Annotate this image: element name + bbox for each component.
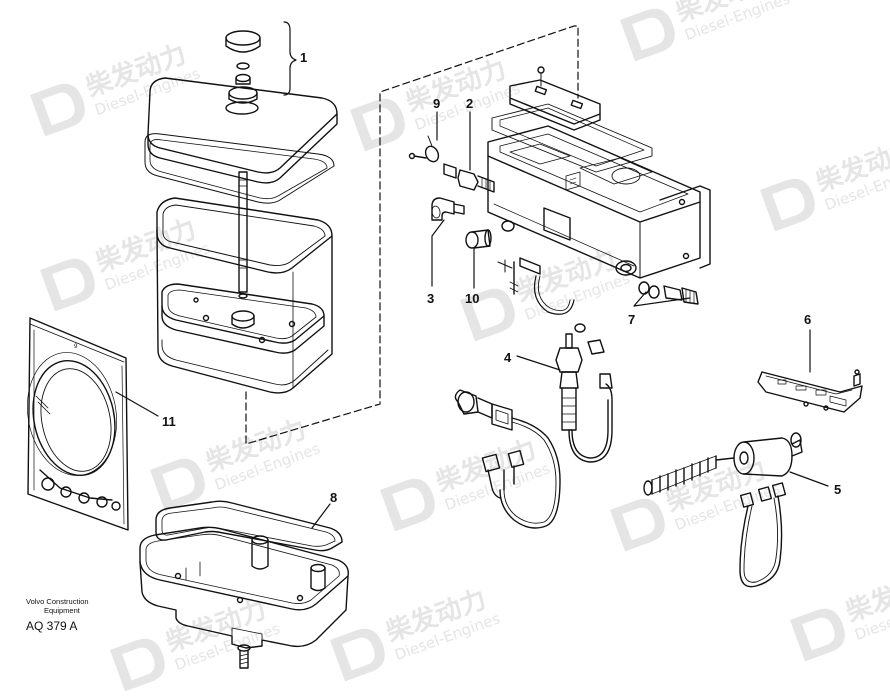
cap-top bbox=[225, 30, 261, 46]
watermark-logo-icon bbox=[40, 258, 95, 312]
part-10-plug bbox=[465, 229, 492, 249]
part-6-circuit-board bbox=[757, 369, 863, 413]
wiring-harness bbox=[454, 389, 561, 529]
base-rim bbox=[139, 526, 349, 611]
cap-body bbox=[225, 37, 261, 53]
cover-gasket bbox=[491, 103, 653, 173]
cap-washer bbox=[236, 62, 250, 70]
callout-8: 8 bbox=[330, 490, 337, 505]
kit-connector bbox=[41, 477, 55, 491]
cap-nut bbox=[235, 73, 251, 83]
callout-6: 6 bbox=[804, 312, 811, 327]
watermark-logo-icon bbox=[330, 628, 385, 682]
callout-7: 7 bbox=[628, 312, 635, 327]
box-top bbox=[487, 125, 701, 223]
watermark-logo-icon bbox=[460, 288, 515, 342]
lid-gasket bbox=[144, 133, 335, 204]
base-body bbox=[139, 561, 349, 649]
watermark-logo-icon bbox=[610, 498, 665, 552]
part-11-cable-kit: 9 bbox=[27, 317, 129, 531]
watermark-logo-icon bbox=[150, 458, 205, 512]
control-unit-housing bbox=[487, 66, 711, 279]
base-bolt bbox=[237, 644, 251, 652]
kit-cable-coil bbox=[32, 359, 116, 477]
callout-1: 1 bbox=[300, 50, 307, 65]
harness-connector bbox=[481, 453, 501, 473]
part-4-sensor bbox=[509, 261, 613, 463]
tank-rim bbox=[156, 197, 333, 274]
box-label-plate bbox=[543, 207, 571, 241]
callout-3: 3 bbox=[427, 291, 434, 306]
part-2-fitting bbox=[443, 163, 495, 193]
callout-11: 11 bbox=[162, 414, 176, 429]
kit-bag bbox=[27, 317, 129, 531]
callout-leaders bbox=[115, 111, 829, 529]
caption-company-line1: Volvo Construction bbox=[26, 597, 89, 606]
box-port bbox=[615, 260, 637, 276]
callout-5: 5 bbox=[834, 482, 841, 497]
watermark-logo-icon bbox=[350, 98, 405, 152]
callout-10: 10 bbox=[465, 291, 479, 306]
svg-text:9: 9 bbox=[74, 344, 78, 350]
part-8-base-housing bbox=[139, 500, 349, 669]
lid-top bbox=[147, 77, 338, 174]
watermark-logo-icon bbox=[620, 8, 675, 62]
watermark-logo-icon bbox=[30, 83, 85, 137]
callout-4: 4 bbox=[504, 350, 512, 365]
part-1-lid-assembly bbox=[144, 21, 338, 204]
callout-bracket-1 bbox=[283, 21, 297, 96]
callout-9: 9 bbox=[433, 96, 440, 111]
watermark-logo-icon bbox=[110, 638, 165, 692]
callout-2: 2 bbox=[466, 96, 473, 111]
part-5-solenoid bbox=[643, 432, 803, 588]
figure-caption: Volvo Construction Equipment AQ 379 A bbox=[26, 597, 89, 634]
shaft bbox=[238, 171, 248, 293]
part-9-clip bbox=[408, 135, 440, 163]
caption-company-line2: Equipment bbox=[44, 605, 80, 615]
cover-plate bbox=[509, 79, 601, 125]
watermark-logo-icon bbox=[790, 608, 845, 662]
watermark-logo-icon bbox=[760, 178, 815, 232]
reservoir-tank bbox=[156, 171, 333, 394]
caption-figure-code: AQ 379 A bbox=[26, 619, 78, 634]
circuit-board bbox=[757, 371, 863, 413]
part-3-elbow bbox=[431, 197, 465, 221]
watermark-logo-icon bbox=[380, 478, 435, 532]
harness-flange bbox=[491, 403, 513, 431]
tank-base-plate bbox=[161, 283, 325, 344]
tank-walls bbox=[156, 229, 333, 394]
